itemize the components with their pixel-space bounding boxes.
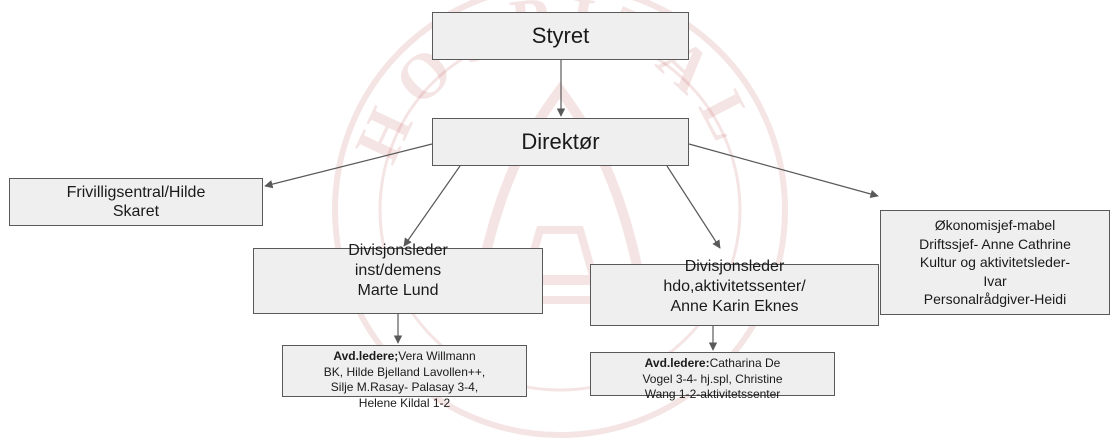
- avd2-heading: Avd.ledere:: [644, 356, 710, 370]
- arrow-direktor-divisjon1: [403, 165, 461, 247]
- arrow-direktor-okonomi: [688, 143, 879, 199]
- avd1-heading: Avd.ledere;: [333, 349, 399, 363]
- node-avd2-content: Avd.ledere:Catharina De Vogel 3-4- hj.sp…: [642, 356, 782, 403]
- connectors: [264, 60, 879, 351]
- node-divisjonsleder-hdo: Divisjonsleder hdo,aktivitetssenter/ Ann…: [590, 258, 879, 326]
- avd1-names: Vera Willmann BK, Hilde Bjelland Lavolle…: [323, 349, 486, 410]
- node-divisjon1-label: Divisjonsleder inst/demens Marte Lund: [348, 242, 448, 299]
- arrow-direktor-frivilligsentral: [264, 143, 433, 189]
- node-frivilligsentral: Frivilligsentral/Hilde Skaret: [9, 178, 263, 226]
- node-avdelingsledere-1: Avd.ledere;Vera Willmann BK, Hilde Bjell…: [282, 345, 527, 410]
- node-okonomi-label: Økonomisjef-mabel Driftssjef- Anne Cathr…: [919, 217, 1071, 308]
- node-okonomi-stab: Økonomisjef-mabel Driftssjef- Anne Cathr…: [880, 210, 1110, 315]
- node-avdelingsledere-2: Avd.ledere:Catharina De Vogel 3-4- hj.sp…: [590, 352, 835, 401]
- node-styret-label: Styret: [531, 23, 590, 49]
- arrow-direktor-divisjon2: [666, 165, 721, 249]
- node-divisjonsleder-inst-demens: Divisjonsleder inst/demens Marte Lund: [253, 242, 543, 314]
- node-avd1-content: Avd.ledere;Vera Willmann BK, Hilde Bjell…: [324, 349, 485, 411]
- node-styret: Styret: [432, 12, 689, 60]
- node-frivilligsentral-label: Frivilligsentral/Hilde Skaret: [66, 183, 206, 220]
- node-direktor-label: Direktør: [521, 129, 600, 155]
- node-divisjon2-label: Divisjonsleder hdo,aktivitetssenter/ Ann…: [663, 258, 806, 315]
- node-direktor: Direktør: [432, 118, 689, 166]
